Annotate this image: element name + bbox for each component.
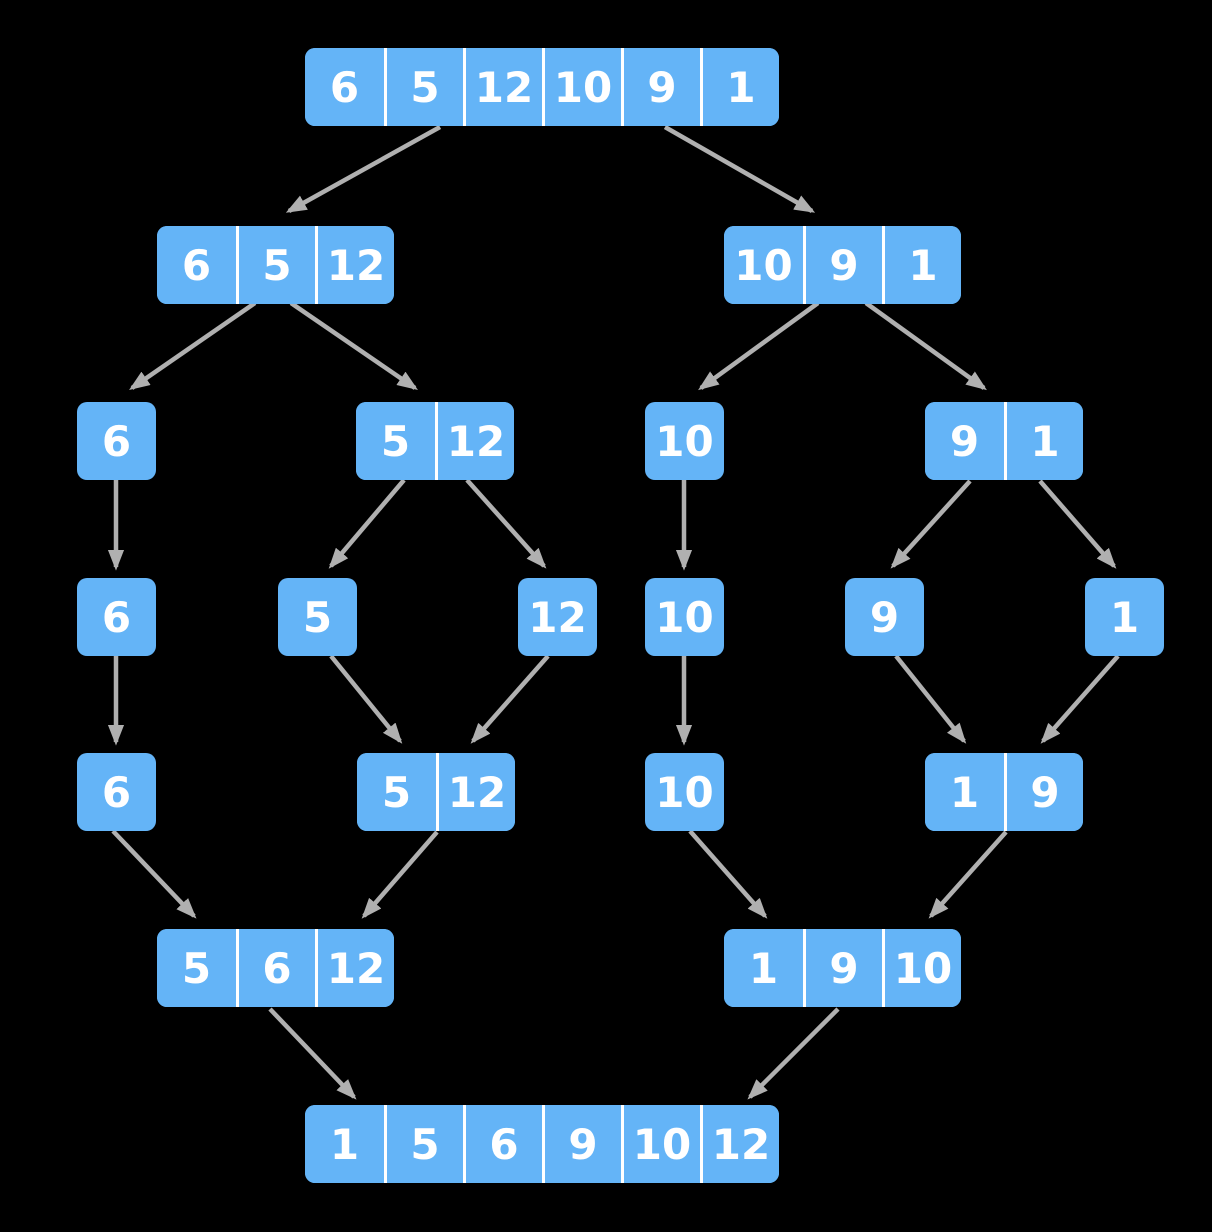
arrow-root-to-group-10-9-1 — [663, 125, 816, 213]
arrow-group-5-12-to-single-5 — [328, 478, 406, 569]
array-cell-value: 12 — [700, 1105, 779, 1183]
arrow-group-10-9-1-to-single-10-split — [698, 301, 820, 391]
array-cell-value: 9 — [542, 1105, 621, 1183]
array-cell-value: 9 — [621, 48, 700, 126]
array-cell-value: 1 — [724, 929, 803, 1007]
array-cell-value: 5 — [356, 402, 435, 480]
array-cell-value: 1 — [882, 226, 961, 304]
array-cell-value: 6 — [236, 929, 315, 1007]
array-cell-value: 5 — [357, 753, 436, 831]
array-cell-value: 6 — [77, 753, 156, 831]
arrow-single-9-to-merged-1-9 — [894, 654, 967, 744]
arrow-group-9-1-to-single-1 — [1038, 479, 1117, 569]
array-cell-value: 12 — [436, 753, 515, 831]
array-cell-value: 5 — [157, 929, 236, 1007]
arrow-single-1-to-merged-1-9 — [1040, 654, 1120, 744]
array-cell-value: 5 — [384, 48, 463, 126]
arrow-group-10-9-1-to-group-9-1 — [864, 301, 987, 391]
array-node-single-5: 5 — [278, 578, 357, 656]
array-cell-value: 1 — [700, 48, 779, 126]
array-cell-value: 9 — [845, 578, 924, 656]
array-cell-value: 12 — [463, 48, 542, 126]
array-cell-value: 5 — [278, 578, 357, 656]
array-cell-value: 5 — [236, 226, 315, 304]
array-cell-value: 1 — [1004, 402, 1083, 480]
array-node-single-1: 1 — [1085, 578, 1164, 656]
array-cell-value: 6 — [305, 48, 384, 126]
arrow-merged-5-6-12-to-sorted — [268, 1007, 357, 1100]
arrow-single-5-to-merged-5-12 — [329, 654, 403, 744]
arrow-merged-6-to-merged-5-6-12 — [111, 829, 197, 919]
array-cell-value: 10 — [542, 48, 621, 126]
array-node-single-6-split: 6 — [77, 402, 156, 480]
arrow-merged-5-12-to-merged-5-6-12 — [361, 830, 439, 919]
array-cell-value: 5 — [384, 1105, 463, 1183]
array-cell-value: 12 — [315, 226, 394, 304]
array-cell-value: 6 — [77, 402, 156, 480]
array-node-single-10: 10 — [645, 578, 724, 656]
array-cell-value: 1 — [1085, 578, 1164, 656]
array-cell-value: 9 — [803, 929, 882, 1007]
array-node-single-9: 9 — [845, 578, 924, 656]
arrow-root-to-group-6-5-12 — [285, 125, 442, 213]
array-cell-value: 6 — [463, 1105, 542, 1183]
arrow-group-6-5-12-to-single-6-split — [129, 301, 257, 391]
array-cell-value: 6 — [77, 578, 156, 656]
array-cell-value: 12 — [435, 402, 514, 480]
array-node-single-12: 12 — [518, 578, 597, 656]
array-cell-value: 1 — [305, 1105, 384, 1183]
arrow-group-5-12-to-single-12 — [465, 478, 547, 569]
array-cell-value: 9 — [925, 402, 1004, 480]
arrow-group-9-1-to-single-9 — [890, 479, 972, 569]
array-cell-value: 6 — [157, 226, 236, 304]
array-cell-value: 10 — [882, 929, 961, 1007]
array-node-single-10-split: 10 — [645, 402, 724, 480]
array-node-merged-6: 6 — [77, 753, 156, 831]
array-cell-value: 10 — [645, 578, 724, 656]
array-cell-value: 12 — [518, 578, 597, 656]
array-cell-value: 10 — [724, 226, 803, 304]
array-cell-value: 10 — [645, 753, 724, 831]
arrow-merged-10-to-merged-1-9-10 — [688, 829, 768, 919]
array-cell-value: 9 — [1004, 753, 1083, 831]
array-cell-value: 1 — [925, 753, 1004, 831]
array-cell-value: 12 — [315, 929, 394, 1007]
arrow-merged-1-9-10-to-sorted — [747, 1007, 840, 1100]
arrow-group-6-5-12-to-group-5-12 — [289, 301, 418, 391]
arrow-single-12-to-merged-5-12 — [470, 654, 550, 744]
array-cell-value: 10 — [645, 402, 724, 480]
array-node-merged-10: 10 — [645, 753, 724, 831]
array-node-single-6: 6 — [77, 578, 156, 656]
array-cell-value: 9 — [803, 226, 882, 304]
array-cell-value: 10 — [621, 1105, 700, 1183]
arrow-merged-1-9-to-merged-1-9-10 — [928, 830, 1008, 919]
